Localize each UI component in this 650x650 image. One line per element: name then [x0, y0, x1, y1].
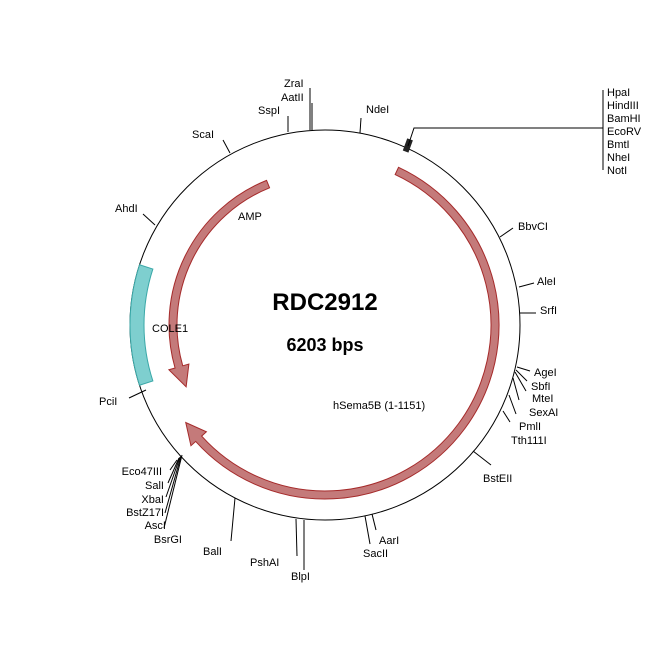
plasmid-backbone	[129, 129, 521, 521]
site-label-bali: BalI	[203, 546, 222, 558]
site-label-sali: SalI	[145, 480, 164, 492]
plasmid-size: 6203 bps	[286, 335, 363, 355]
mcs-label-bamhi: BamHI	[607, 113, 641, 125]
site-label-mtei: MteI	[532, 393, 553, 405]
site-label-alei: AleI	[537, 276, 556, 288]
mcs-label-bmti: BmtI	[607, 139, 630, 151]
site-label-tth111i: Tth111I	[511, 435, 547, 447]
mcs-bracket	[407, 90, 604, 170]
site-label-aatii: AatII	[281, 92, 304, 104]
site-label-bsteii: BstEII	[483, 473, 512, 485]
site-labels: ZraI AatII SspI NdeI ScaI AhdI PciI BbvC…	[99, 78, 558, 583]
mcs-labels: HpaI HindIII BamHI EcoRV BmtI NheI NotI	[607, 87, 642, 177]
site-label-sacii: SacII	[363, 548, 388, 560]
feature-label-cole1: COLE1	[152, 323, 188, 335]
site-label-xbai: XbaI	[141, 494, 164, 506]
site-label-bbvci: BbvCI	[518, 221, 548, 233]
mcs-label-nhei: NheI	[607, 152, 630, 164]
site-ticks	[128, 88, 536, 570]
site-label-sbfi: SbfI	[531, 381, 551, 393]
site-label-scai: ScaI	[192, 129, 214, 141]
feature-label-hsema5b: hSema5B (1-1151)	[333, 400, 425, 412]
site-label-blpi: BlpI	[291, 571, 310, 583]
site-label-aari: AarI	[379, 535, 399, 547]
plasmid-name: RDC2912	[272, 289, 377, 316]
site-label-asci: AscI	[145, 520, 166, 532]
site-label-pshai: PshAI	[250, 557, 279, 569]
site-label-pmli: PmlI	[519, 421, 541, 433]
site-label-agei: AgeI	[534, 367, 557, 379]
mcs-label-noti: NotI	[607, 165, 627, 177]
hsema5b-feature-arrow	[185, 166, 500, 500]
site-label-bstz17i: BstZ17I	[126, 507, 164, 519]
mcs-label-hpai: HpaI	[607, 87, 630, 99]
cole1-feature-box	[129, 264, 154, 386]
site-label-eco47iii: Eco47III	[122, 466, 162, 478]
site-label-zrai: ZraI	[284, 78, 304, 90]
amp-feature-arrow	[167, 179, 271, 388]
site-label-sexai: SexAI	[529, 407, 558, 419]
site-label-sspi: SspI	[258, 105, 280, 117]
mcs-label-hindiii: HindIII	[607, 100, 639, 112]
site-label-pcii: PciI	[99, 396, 117, 408]
site-label-bsrgi: BsrGI	[154, 534, 182, 546]
mcs-label-ecorv: EcoRV	[607, 126, 642, 138]
site-label-ahdi: AhdI	[115, 203, 138, 215]
feature-label-amp: AMP	[238, 211, 262, 223]
site-label-srfi: SrfI	[540, 305, 557, 317]
site-label-ndei: NdeI	[366, 104, 389, 116]
